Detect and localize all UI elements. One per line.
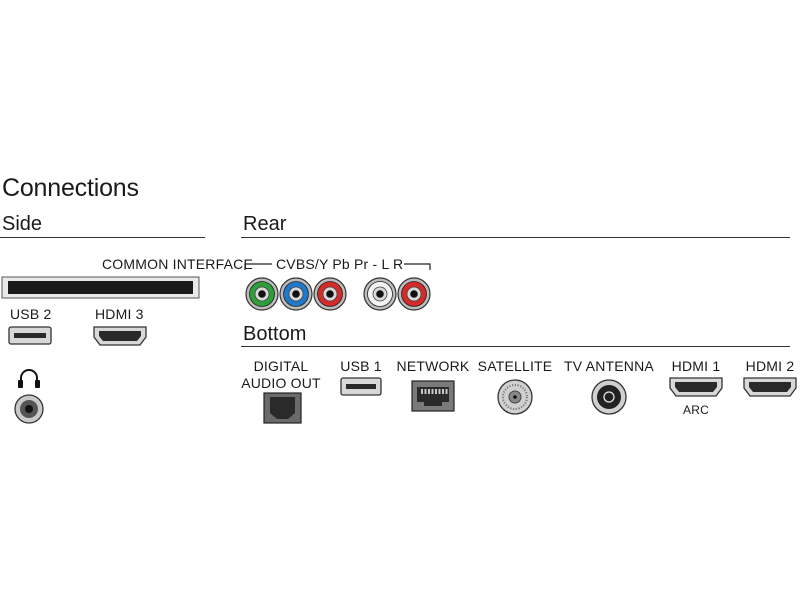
hdmi2-port-icon[interactable] xyxy=(743,377,797,397)
rca-jack-pr[interactable] xyxy=(313,277,347,311)
rca-jack-y[interactable] xyxy=(245,277,279,311)
satellite-label: SATELLITE xyxy=(477,358,553,374)
av-group-bracket xyxy=(244,263,431,270)
ethernet-port-icon[interactable] xyxy=(411,380,455,412)
section-bottom-heading: Bottom xyxy=(243,323,307,345)
rca-jack-pb[interactable] xyxy=(279,277,313,311)
section-rear-heading: Rear xyxy=(243,213,287,235)
usb2-port-icon[interactable] xyxy=(8,326,52,345)
tv-antenna-connector-icon[interactable] xyxy=(591,379,627,415)
page-title: Connections xyxy=(2,174,139,202)
optical-audio-port-icon[interactable] xyxy=(263,392,302,424)
usb1-port-icon[interactable] xyxy=(340,377,382,396)
hdmi1-label: HDMI 1 xyxy=(671,358,721,374)
hdmi2-label: HDMI 2 xyxy=(745,358,795,374)
side-divider xyxy=(0,237,205,238)
tv-antenna-label: TV ANTENNA xyxy=(564,358,654,374)
digital-audio-out-label-line2: AUDIO OUT xyxy=(241,375,321,391)
bottom-divider xyxy=(241,346,790,347)
network-label: NETWORK xyxy=(396,358,470,374)
rear-divider xyxy=(241,237,790,238)
common-interface-slot-icon[interactable] xyxy=(1,276,200,299)
digital-audio-out-label: DIGITAL AUDIO OUT xyxy=(241,358,321,392)
usb1-label: USB 1 xyxy=(340,358,382,374)
usb2-label: USB 2 xyxy=(10,306,52,322)
satellite-connector-icon[interactable] xyxy=(497,379,533,415)
hdmi1-arc-label: ARC xyxy=(683,403,709,417)
headphones-icon xyxy=(18,369,40,388)
hdmi3-label: HDMI 3 xyxy=(95,306,144,322)
digital-audio-out-label-line1: DIGITAL xyxy=(253,358,309,374)
section-side-heading: Side xyxy=(2,213,43,235)
hdmi1-port-icon[interactable] xyxy=(669,377,723,397)
common-interface-label: COMMON INTERFACE xyxy=(102,256,253,272)
headphone-jack-icon[interactable] xyxy=(14,394,44,424)
hdmi3-port-icon[interactable] xyxy=(93,326,147,346)
av-group-label: CVBS/Y Pb Pr - L R xyxy=(276,256,404,272)
rca-jack-l[interactable] xyxy=(363,277,397,311)
rca-jack-r[interactable] xyxy=(397,277,431,311)
